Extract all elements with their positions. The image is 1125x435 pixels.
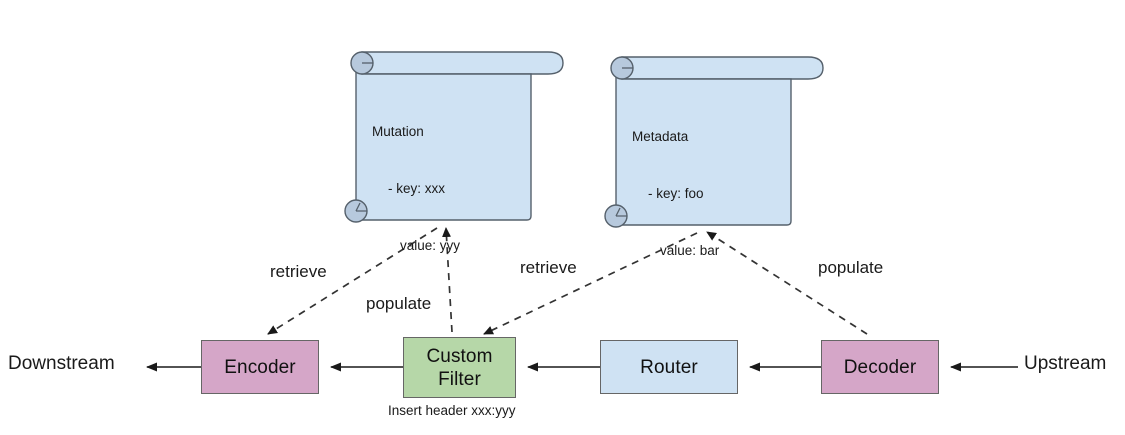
node-decoder-label: Decoder bbox=[843, 356, 917, 378]
annotation-cut-off-note: · · · · bbox=[455, 430, 481, 435]
edge-label-retrieve-filter: retrieve bbox=[520, 258, 577, 277]
node-router[interactable]: Router bbox=[600, 340, 738, 394]
scroll-shape-mutation bbox=[344, 51, 564, 223]
node-encoder[interactable]: Encoder bbox=[201, 340, 319, 394]
scroll-text-mutation: Mutation - key: xxx value: yyy bbox=[372, 84, 460, 293]
scroll-title-metadata: Metadata bbox=[632, 129, 689, 144]
scroll-key-metadata: - key: foo bbox=[648, 186, 704, 201]
relation-populate-metadata bbox=[706, 231, 868, 335]
endpoint-label-downstream: Downstream bbox=[8, 353, 115, 374]
endpoint-label-upstream: Upstream bbox=[1024, 353, 1107, 374]
scroll-value-metadata: value: bar bbox=[660, 243, 720, 258]
scroll-key-mutation: - key: xxx bbox=[388, 181, 446, 196]
edge-label-retrieve-encoder: retrieve bbox=[270, 262, 327, 281]
scroll-shape-metadata bbox=[604, 56, 824, 228]
node-encoder-label: Encoder bbox=[224, 356, 296, 378]
edge-label-populate-filter: populate bbox=[366, 294, 432, 313]
annotation-filter-note: Insert header xxx:yyy bbox=[388, 403, 516, 418]
relation-arrows bbox=[267, 227, 868, 335]
scroll-value-mutation: value: yyy bbox=[400, 238, 461, 253]
scroll-title-mutation: Mutation bbox=[372, 124, 424, 139]
relation-populate-mutation bbox=[442, 227, 453, 333]
node-decoder[interactable]: Decoder bbox=[821, 340, 939, 394]
node-custom-filter-label-line2: Filter bbox=[438, 368, 481, 390]
node-custom-filter[interactable]: Custom Filter bbox=[403, 337, 516, 398]
node-router-label: Router bbox=[640, 356, 698, 378]
scroll-text-metadata: Metadata - key: foo value: bar bbox=[632, 89, 719, 298]
node-custom-filter-label: Custom Filter bbox=[426, 345, 492, 391]
edge-label-populate-decoder: populate bbox=[818, 258, 884, 277]
node-custom-filter-label-line1: Custom bbox=[426, 345, 493, 367]
relation-retrieve-filter bbox=[483, 232, 698, 335]
